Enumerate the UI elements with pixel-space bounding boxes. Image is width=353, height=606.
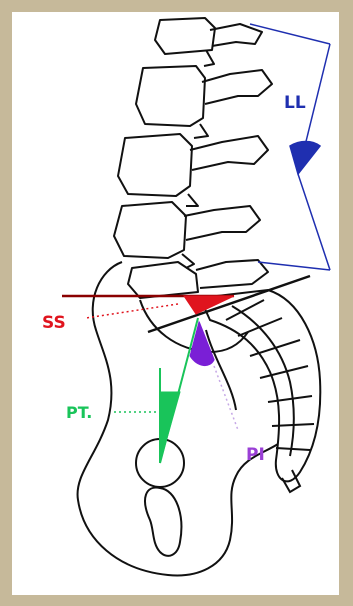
ll-label: LL	[284, 93, 306, 113]
vertebra-l4-process	[184, 206, 260, 240]
ll-perpendicular-lower	[298, 174, 330, 270]
sacrum-inner	[232, 306, 294, 456]
obturator-foramen	[145, 488, 181, 556]
ss-pointer	[86, 304, 178, 318]
vertebra-l2	[136, 66, 205, 126]
pt-label: PT.	[66, 403, 92, 422]
ss-label: SS	[42, 313, 66, 333]
pt-angle-group	[112, 368, 180, 463]
vertebra-l1	[155, 18, 215, 54]
vertebra-l2-process	[202, 70, 272, 104]
vertebra-l3	[118, 134, 192, 196]
pi-label: PI	[246, 445, 265, 465]
pi-pointer	[214, 366, 238, 430]
ll-angle-arc	[290, 142, 320, 175]
ll-top-line	[250, 24, 330, 44]
sacral-endplate-line	[148, 276, 310, 332]
ll-bottom-line	[258, 262, 330, 270]
sacral-segments	[226, 300, 314, 450]
pt-angle-fill	[160, 392, 180, 463]
sacral-line	[206, 330, 236, 410]
vertebra-l4	[114, 202, 186, 258]
vertebra-l5-process	[196, 260, 268, 288]
lumbar-vertebrae	[114, 18, 272, 298]
ll-angle-group	[250, 24, 330, 270]
vertebra-l3-process	[190, 136, 268, 170]
vertebra-l1-process	[210, 24, 262, 46]
